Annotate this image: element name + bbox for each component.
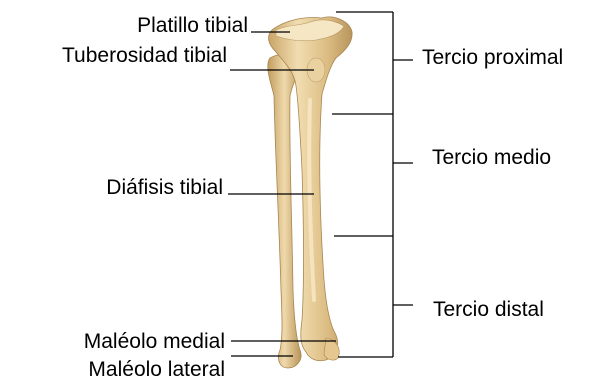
label-tercio-proximal: Tercio proximal (422, 46, 563, 70)
right-bracket-lines (332, 12, 413, 357)
label-tercio-distal: Tercio distal (433, 298, 544, 322)
label-tuberosidad-tibial: Tuberosidad tibial (62, 44, 227, 68)
label-tercio-medio: Tercio medio (432, 146, 551, 170)
label-maleolo-medial: Maléolo medial (84, 330, 225, 354)
fibula-shaft (268, 55, 301, 368)
label-maleolo-lateral: Maléolo lateral (88, 358, 225, 382)
label-platillo-tibial: Platillo tibial (137, 14, 248, 38)
label-diafisis-tibial: Diáfisis tibial (106, 176, 223, 200)
